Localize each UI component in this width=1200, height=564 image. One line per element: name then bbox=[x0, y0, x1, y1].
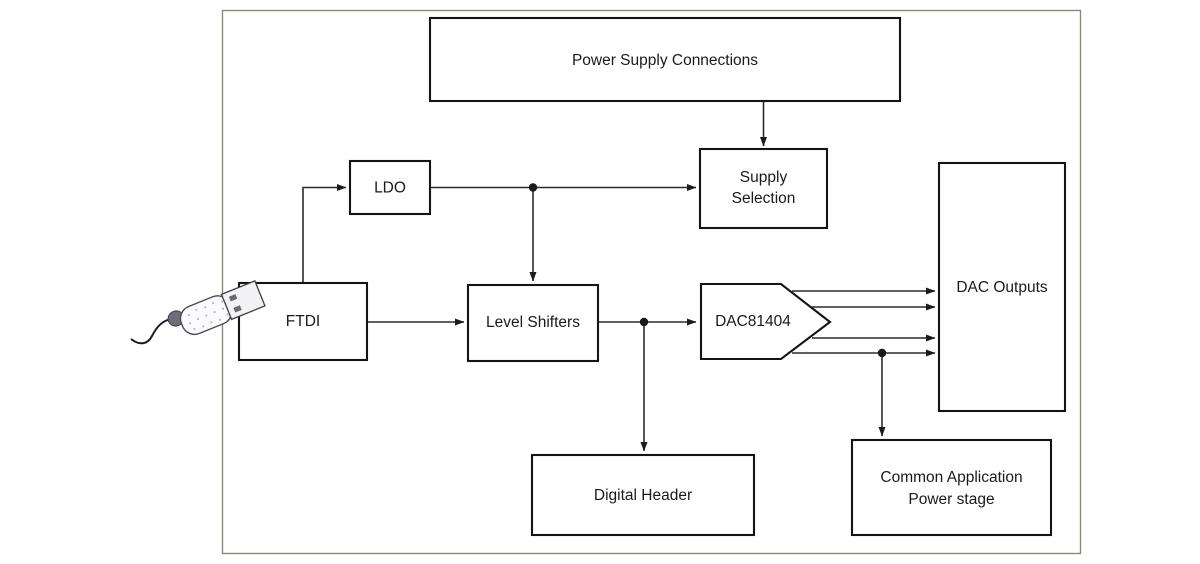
usb-connector-icon bbox=[130, 279, 266, 345]
dac-outputs-label: DAC Outputs bbox=[956, 279, 1048, 296]
ldo-label: LDO bbox=[374, 180, 406, 197]
junction-dot-ldo-branch bbox=[528, 183, 538, 192]
common-application-power-stage-box[interactable] bbox=[850, 438, 1053, 537]
supply-selection-box[interactable] bbox=[698, 147, 829, 230]
ftdi-label: FTDI bbox=[286, 313, 320, 330]
block-common-application-power-stage[interactable]: Common Application Power stage bbox=[850, 438, 1053, 537]
digital-header-label: Digital Header bbox=[594, 487, 692, 504]
junction-dot-digital-header-branch bbox=[639, 317, 649, 327]
power-supply-connections-box[interactable] bbox=[428, 16, 902, 103]
connector-ftdi-to-ldo bbox=[302, 183, 347, 283]
common-application-power-stage-label-line1: Common Application bbox=[880, 469, 1022, 486]
supply-selection-label-line1: Supply bbox=[740, 169, 788, 186]
block-ldo[interactable]: LDO bbox=[348, 159, 432, 216]
block-power-supply-connections[interactable]: Power Supply Connections bbox=[428, 16, 902, 103]
block-level-shifters[interactable]: Level Shifters bbox=[466, 283, 600, 363]
dac81404-shape[interactable] bbox=[699, 282, 832, 361]
block-dac-outputs[interactable]: DAC Outputs bbox=[937, 161, 1067, 413]
usb-metal-shroud-icon bbox=[220, 279, 266, 321]
junction-dot-power-stage-branch bbox=[877, 348, 887, 358]
digital-header-box[interactable] bbox=[530, 453, 756, 537]
evm-boundary bbox=[221, 9, 1082, 555]
level-shifters-box[interactable] bbox=[466, 283, 600, 363]
dac-outputs-box[interactable] bbox=[937, 161, 1067, 413]
ldo-box[interactable] bbox=[348, 159, 432, 216]
block-dac81404[interactable]: DAC81404 bbox=[699, 282, 832, 361]
block-digital-header[interactable]: Digital Header bbox=[530, 453, 756, 537]
dac81404-label: DAC81404 bbox=[715, 313, 791, 330]
level-shifters-label: Level Shifters bbox=[486, 314, 580, 331]
power-supply-connections-label: Power Supply Connections bbox=[572, 52, 758, 69]
common-application-power-stage-label-line2: Power stage bbox=[908, 491, 994, 508]
block-supply-selection[interactable]: Supply Selection bbox=[698, 147, 829, 230]
supply-selection-label-line2: Selection bbox=[732, 190, 796, 207]
usb-cable-icon bbox=[130, 318, 173, 345]
